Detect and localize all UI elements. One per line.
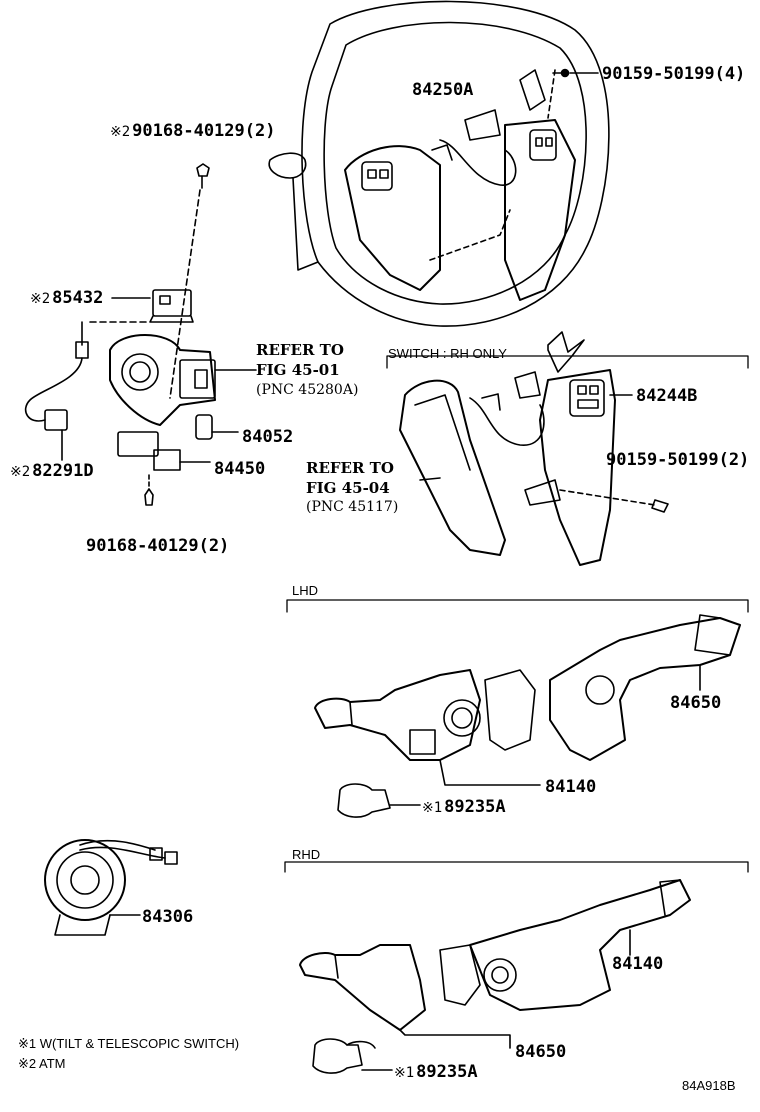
note-mark-2: ※2 xyxy=(30,291,51,307)
combination-switch-drawing xyxy=(24,163,257,506)
section-rhd: RHD xyxy=(292,847,321,862)
spiral-cable-drawing xyxy=(44,839,178,936)
part-number-89235A-lhd: 89235A xyxy=(444,797,506,817)
part-label-84244B: 84244B xyxy=(636,386,698,406)
rh-switch-drawing xyxy=(386,355,749,566)
refer-fig-45-04-line1[interactable]: REFER TO xyxy=(306,459,394,477)
footnote-2: ※2 ATM xyxy=(18,1056,66,1071)
section-lhd: LHD xyxy=(292,583,319,598)
part-number-85432: 85432 xyxy=(52,288,104,308)
note-mark-1: ※1 xyxy=(422,800,443,816)
part-label-90159-mid: 90159-50199(2) xyxy=(606,450,750,470)
part-label-84250A: 84250A xyxy=(412,80,474,100)
footnote-1: ※1 W(TILT & TELESCOPIC SWITCH) xyxy=(18,1036,240,1051)
rhd-switch-drawing xyxy=(284,861,749,1074)
figure-id: 84A918B xyxy=(682,1078,736,1093)
part-label-84140-lhd: 84140 xyxy=(545,777,597,797)
part-label-84450: 84450 xyxy=(214,459,266,479)
note-mark-1: ※1 xyxy=(394,1065,415,1081)
part-label-84650-lhd: 84650 xyxy=(670,693,722,713)
part-label-84650-rhd: 84650 xyxy=(515,1042,567,1062)
refer-fig-45-01-line3: (PNC 45280A) xyxy=(256,382,359,398)
part-number-89235A-rhd: 89235A xyxy=(416,1062,478,1082)
steering-wheel-drawing xyxy=(268,0,610,373)
lhd-switch-drawing xyxy=(286,599,749,818)
part-label-84306: 84306 xyxy=(142,907,194,927)
part-number-90168-top: 90168-40129(2) xyxy=(132,121,276,141)
refer-fig-45-04-line3: (PNC 45117) xyxy=(306,499,399,515)
refer-fig-45-04-line2[interactable]: FIG 45-04 xyxy=(306,479,390,497)
part-label-84052: 84052 xyxy=(242,427,294,447)
part-label-90159-top: 90159-50199(4) xyxy=(602,64,746,84)
section-switch-rh-only: SWITCH : RH ONLY xyxy=(388,346,507,361)
part-label-90168-bot: 90168-40129(2) xyxy=(86,536,230,556)
part-label-84140-rhd: 84140 xyxy=(612,954,664,974)
part-number-82291D: 82291D xyxy=(32,461,94,481)
refer-fig-45-01-line1[interactable]: REFER TO xyxy=(256,341,344,359)
note-mark-2: ※2 xyxy=(110,124,131,140)
note-mark-2: ※2 xyxy=(10,464,31,480)
refer-fig-45-01-line2[interactable]: FIG 45-01 xyxy=(256,361,340,379)
